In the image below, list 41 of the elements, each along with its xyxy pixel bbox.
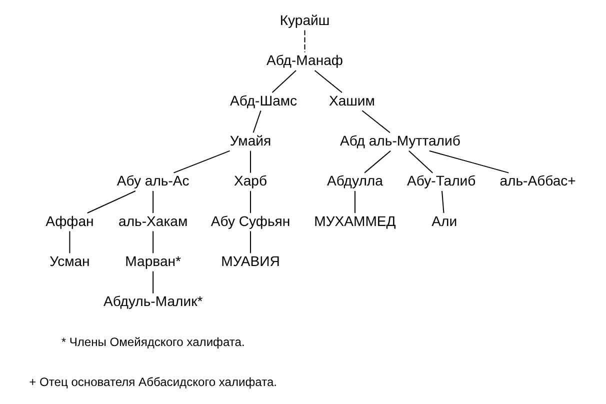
connector [272, 70, 296, 93]
connector [408, 150, 433, 174]
connector [250, 150, 252, 173]
connector [354, 191, 356, 213]
node-text: аль-Аббас+ [500, 172, 576, 189]
node-text: Марван* [125, 252, 181, 269]
connector [314, 70, 342, 93]
node-text: Курайш [280, 12, 330, 28]
node-text: МУАВИЯ [221, 252, 280, 269]
node-text: Хашим [328, 92, 375, 108]
node-text: Умайя [230, 132, 272, 148]
connector [87, 190, 136, 214]
connector [152, 191, 154, 213]
connector [174, 150, 230, 174]
node-text: Али [432, 212, 458, 229]
node-text: Абд аль-Мутталиб [340, 132, 460, 148]
connector [69, 231, 70, 254]
node-text: Абдулла [327, 172, 383, 189]
node-text: Усман [50, 252, 90, 269]
connector [364, 150, 391, 174]
connector [252, 110, 262, 133]
node-text: Абу аль-Ас [116, 172, 190, 189]
label: * Члены Омейядского халифата. [61, 334, 245, 349]
label: + Отец основателя Аббасидского халифата. [29, 374, 278, 389]
connector [362, 110, 390, 134]
node-text: аль-Хакам [118, 212, 188, 229]
node-text: Абу Суфьян [210, 212, 290, 229]
connector [152, 231, 154, 254]
connector [250, 191, 252, 213]
node-text: Абу-Талиб [407, 172, 476, 189]
connector [250, 231, 252, 254]
connector [304, 30, 306, 52]
node-text: Абдуль-Малик* [103, 293, 203, 310]
node-text: Аффан [46, 212, 94, 229]
connector [442, 190, 444, 214]
connector [152, 271, 154, 294]
connector [429, 150, 509, 174]
node-text: Харб [234, 172, 268, 189]
node-text: МУХАММЕД [314, 212, 396, 229]
node-text: Абд-Шамс [230, 92, 298, 108]
node-text: Абд-Манаф [266, 52, 343, 68]
